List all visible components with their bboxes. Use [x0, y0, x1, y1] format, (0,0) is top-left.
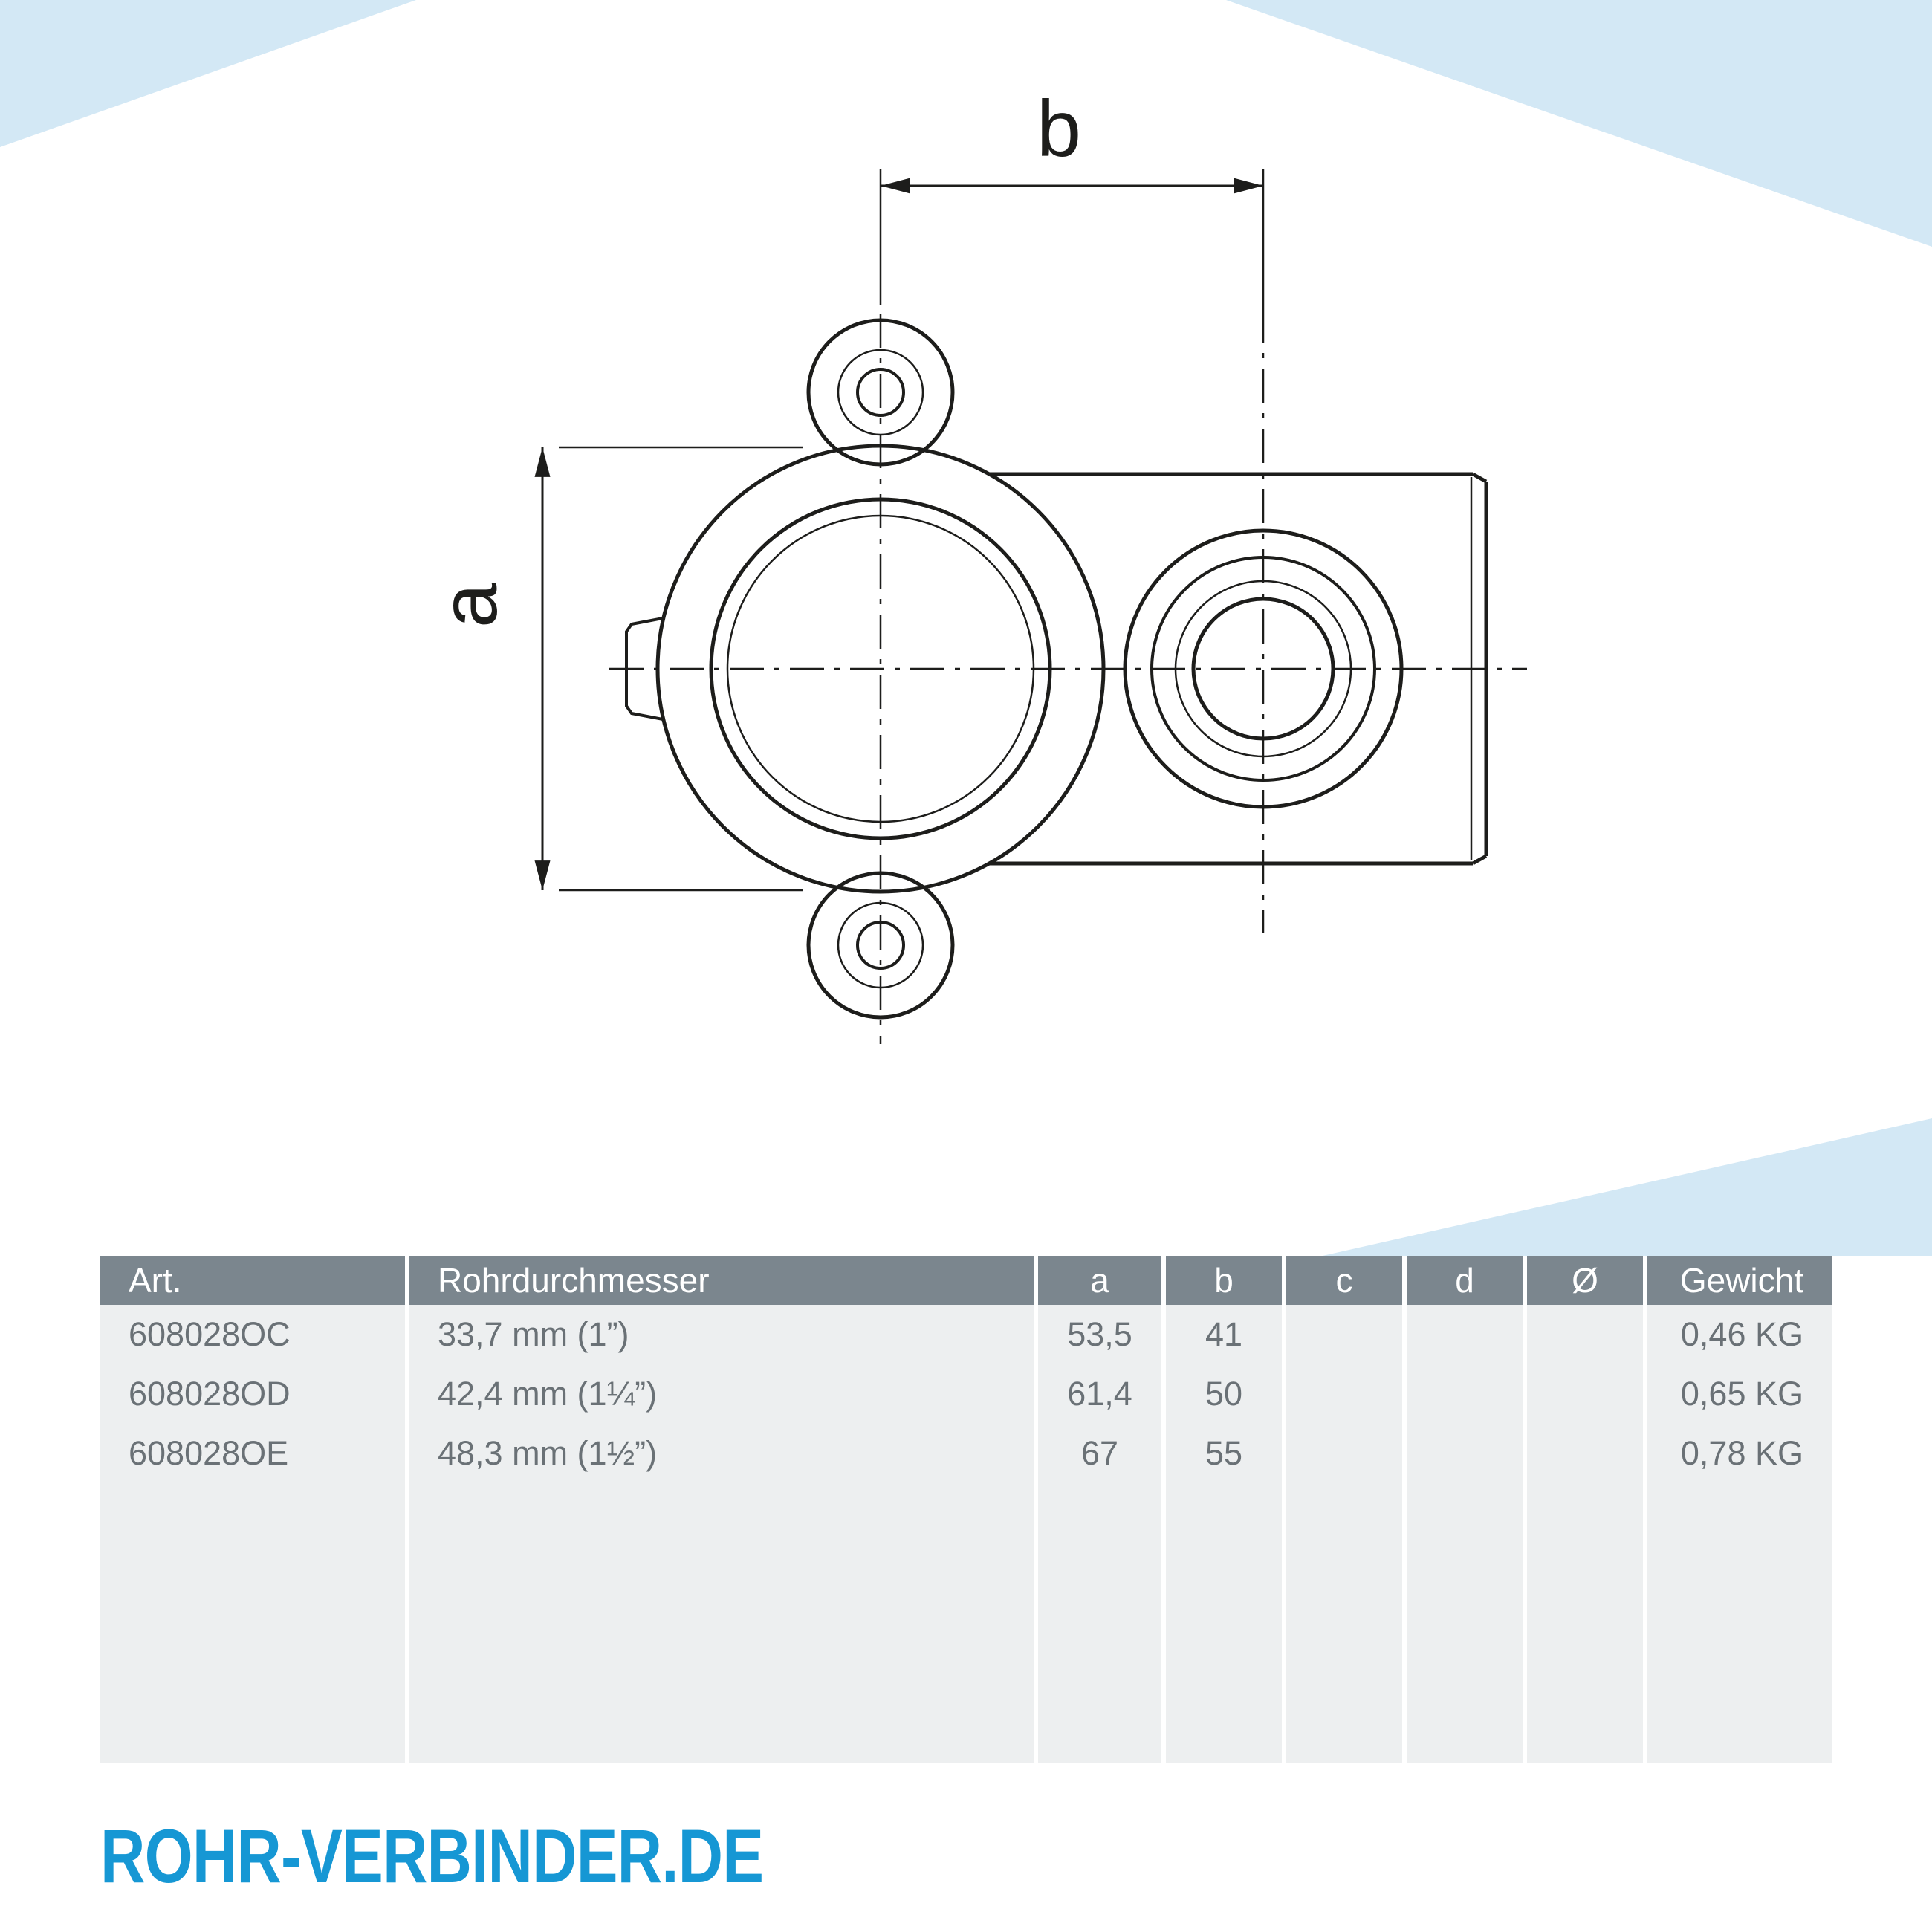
table-header-c: c — [1286, 1256, 1402, 1305]
table-cell-o — [1527, 1305, 1643, 1364]
dim-a-label: a — [424, 583, 513, 628]
table-cell-c — [1286, 1364, 1402, 1424]
table-cell-d — [1407, 1364, 1523, 1424]
table-header-art: Art. — [100, 1256, 405, 1305]
table-filler — [1166, 1483, 1282, 1763]
table-cell-d — [1407, 1424, 1523, 1483]
top-lug — [806, 318, 955, 467]
table-cell-weight: 0,46 KG — [1647, 1305, 1832, 1364]
table-cell-o — [1527, 1364, 1643, 1424]
table-cell-a: 61,4 — [1038, 1364, 1161, 1424]
table-header-gewicht: Gewicht — [1647, 1256, 1832, 1305]
table-filler — [409, 1483, 1034, 1763]
clamp-ring — [655, 444, 1106, 894]
table-cell-c — [1286, 1305, 1402, 1364]
decor-wedge-top-left — [0, 0, 416, 147]
brand-logo: ROHR-VERBINDER.DE — [100, 1814, 764, 1899]
table-cell-weight: 0,65 KG — [1647, 1364, 1832, 1424]
table-header-diameter: Ø — [1527, 1256, 1643, 1305]
hinge-boss — [625, 617, 664, 721]
table-cell-a: 53,5 — [1038, 1305, 1161, 1364]
table-cell-diameter: 33,7 mm (1”) — [409, 1305, 1034, 1364]
dim-b-label: b — [1037, 83, 1081, 173]
table-header-rohrdurchmesser: Rohrdurchmesser — [409, 1256, 1034, 1305]
table-filler — [1038, 1483, 1161, 1763]
decor-wedge-right — [1323, 1118, 1932, 1256]
table-cell-art: 608028OC — [100, 1305, 405, 1364]
table-cell-b: 55 — [1166, 1424, 1282, 1483]
table-filler — [1407, 1483, 1523, 1763]
table-cell-o — [1527, 1424, 1643, 1483]
table-cell-c — [1286, 1424, 1402, 1483]
table-cell-a: 67 — [1038, 1424, 1161, 1483]
bottom-lug — [806, 871, 955, 1020]
table-cell-b: 41 — [1166, 1305, 1282, 1364]
table-cell-diameter: 48,3 mm (1½”) — [409, 1424, 1034, 1483]
table-cell-art: 608028OE — [100, 1424, 405, 1483]
spec-table: Art. Rohrdurchmesser a b c d Ø Gewicht 6… — [100, 1256, 1832, 1763]
socket-opening — [1123, 528, 1404, 809]
table-filler — [1647, 1483, 1832, 1763]
table-filler — [1527, 1483, 1643, 1763]
cross-sleeve — [990, 472, 1488, 866]
table-cell-weight: 0,78 KG — [1647, 1424, 1832, 1483]
table-filler — [1286, 1483, 1402, 1763]
table-cell-art: 608028OD — [100, 1364, 405, 1424]
table-cell-d — [1407, 1305, 1523, 1364]
table-header-b: b — [1166, 1256, 1282, 1305]
table-cell-diameter: 42,4 mm (1¼”) — [409, 1364, 1034, 1424]
table-cell-b: 50 — [1166, 1364, 1282, 1424]
table-header-a: a — [1038, 1256, 1161, 1305]
technical-drawing: b a — [424, 83, 1527, 1044]
table-filler — [100, 1483, 405, 1763]
table-header-d: d — [1407, 1256, 1523, 1305]
